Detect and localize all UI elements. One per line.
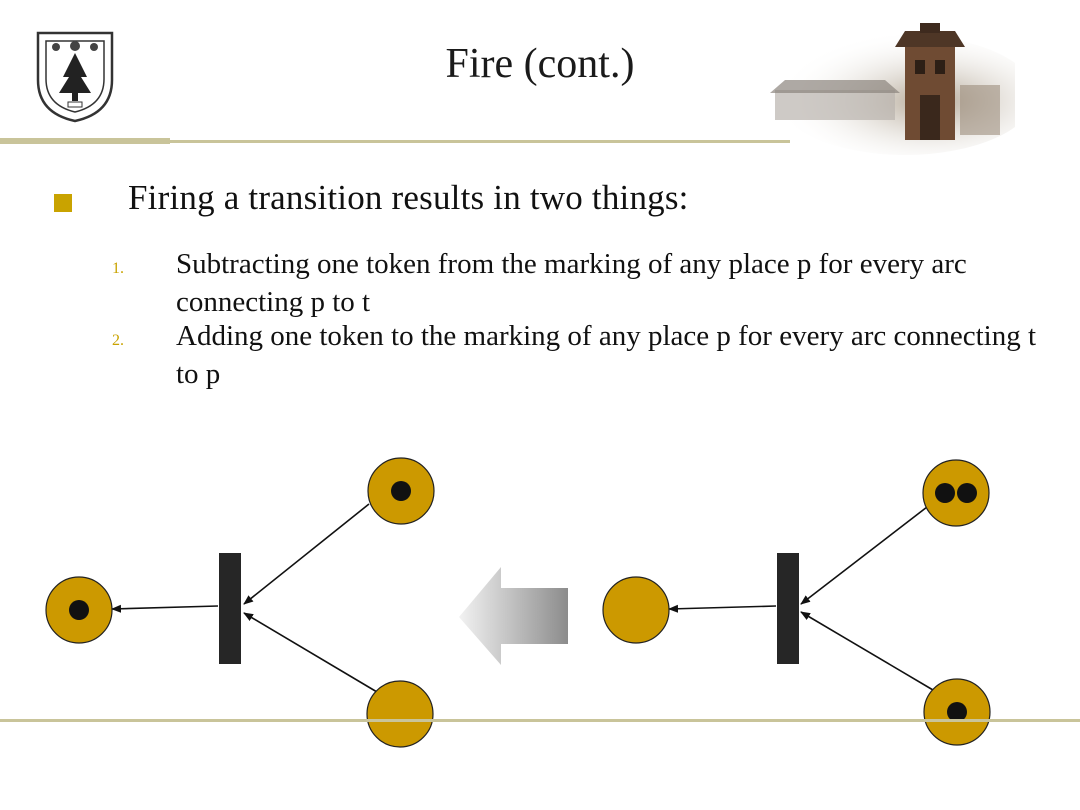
header-rule-thin [170,140,790,143]
arc-transition-to-output [111,604,219,613]
bullet-marker [54,194,72,212]
list-item-text: Adding one token to the marking of any p… [176,320,1037,390]
footer-rule [0,719,1080,722]
firing-direction-arrow [459,567,568,665]
university-seal-logo [36,31,114,123]
place-input-bottom [366,680,434,748]
arc-input-top-to-transition [800,506,928,605]
arc-transition-to-output [668,604,777,613]
list-item-number: 1. [112,260,124,277]
arc-input-bottom-to-transition [800,611,934,691]
transition-bar [777,553,799,664]
tower-photo [770,23,1015,155]
place-output [602,576,670,644]
token [391,481,411,501]
list-item-text: Subtracting one token from the marking o… [176,248,967,318]
token [69,600,89,620]
slide-title: Fire (cont.) [445,41,635,87]
arc-input-bottom-to-transition [243,612,378,693]
token [947,702,967,722]
header-rule-thick [0,138,170,144]
list-item-number: 2. [112,332,124,349]
token [957,483,977,503]
place-input-top [922,459,990,527]
token [935,483,955,503]
arc-input-top-to-transition [243,503,370,605]
bullet-text: Firing a transition results in two thing… [128,178,689,217]
net-before-firing [602,459,991,746]
transition-bar [219,553,241,664]
net-after-firing [45,457,435,748]
